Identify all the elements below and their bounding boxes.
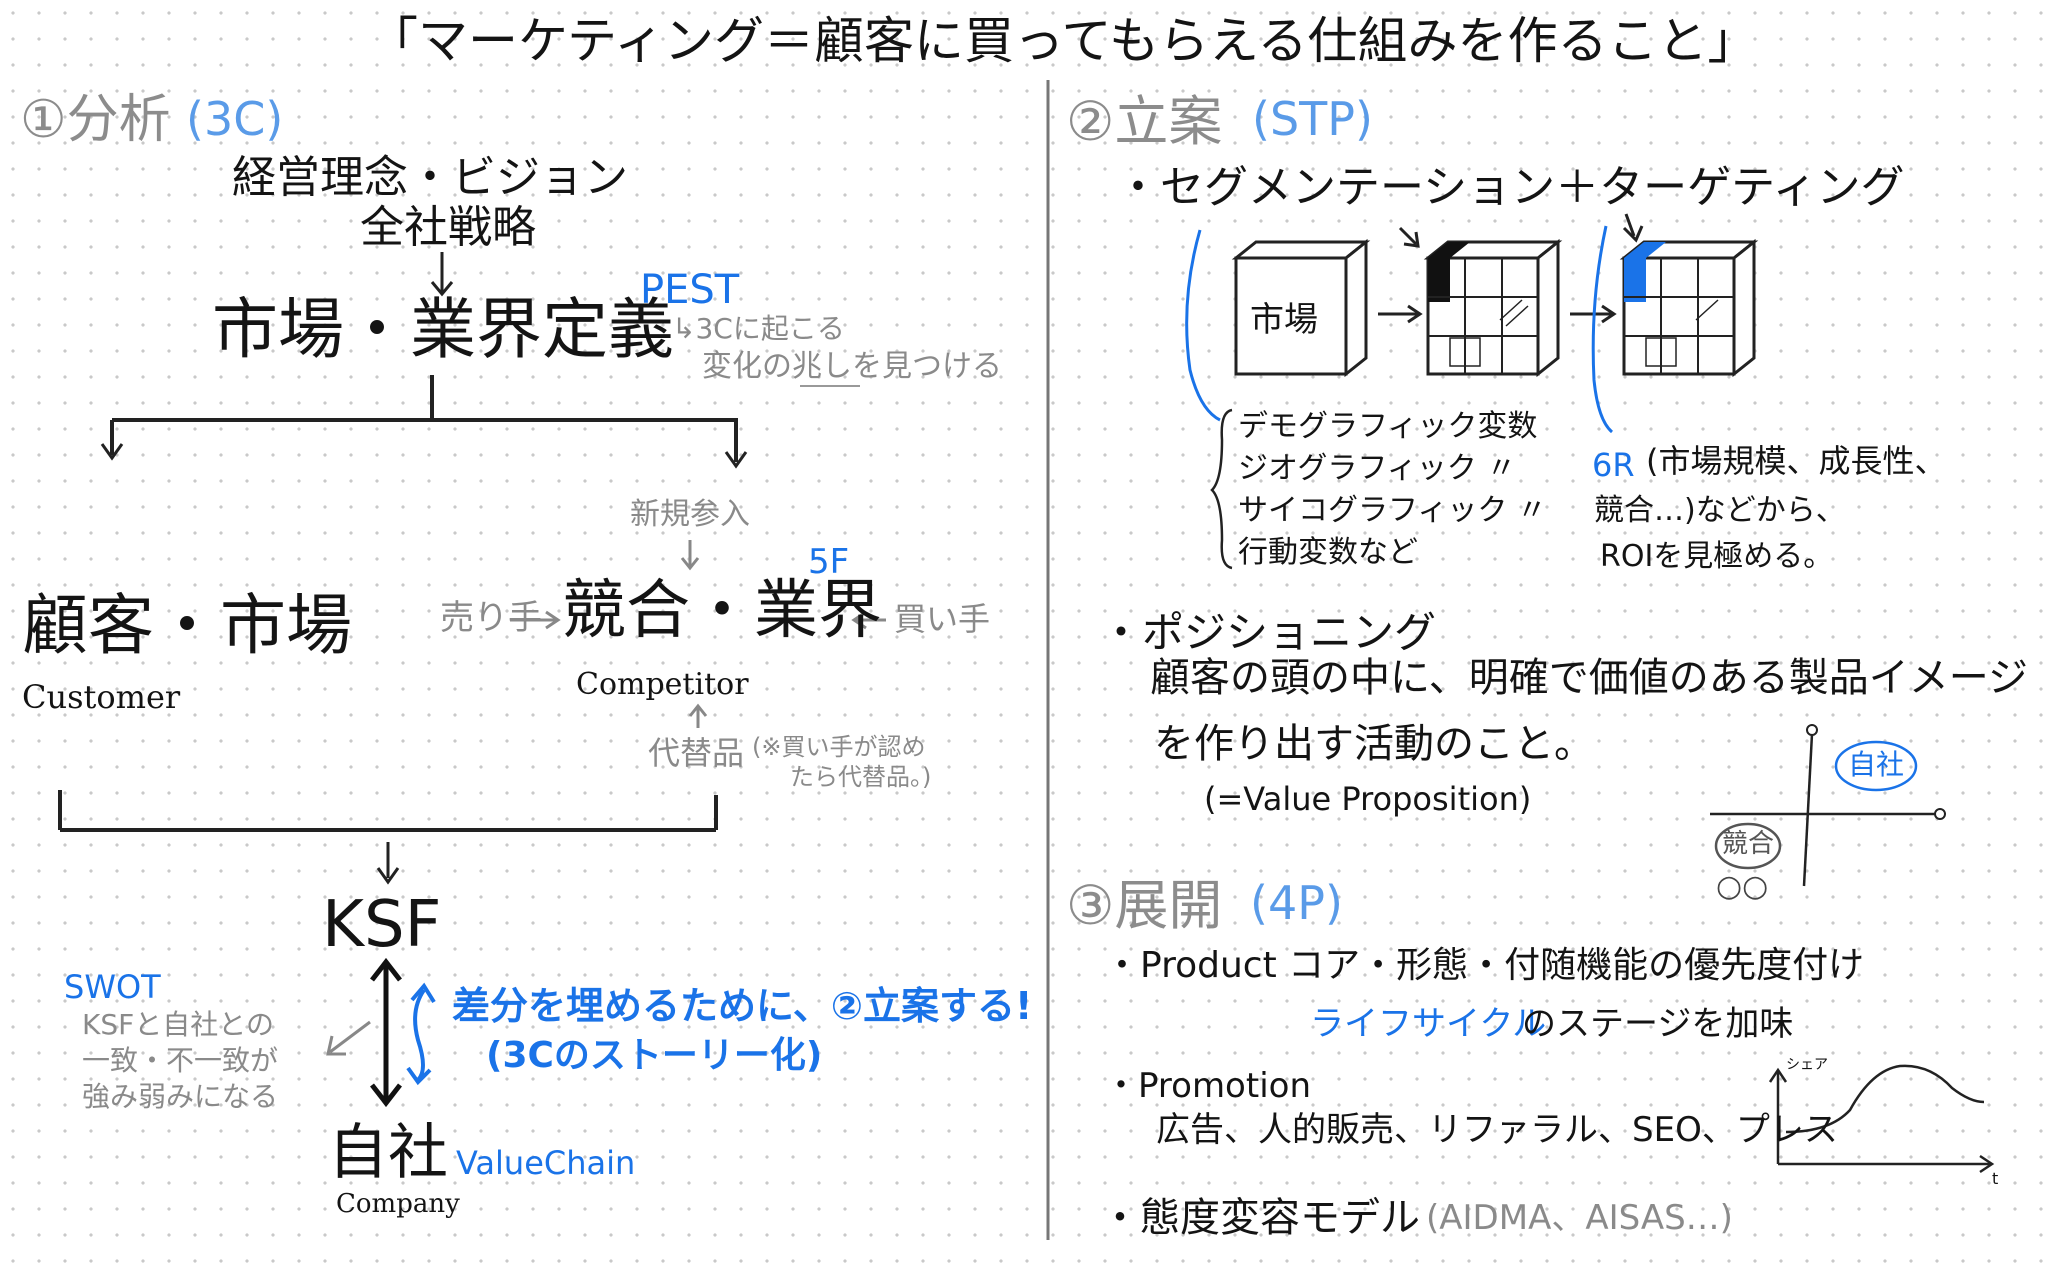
buyer-label: 買い手 — [894, 600, 991, 638]
plan-heading: ②立案 — [1066, 90, 1223, 153]
map-competitor-label: 競合 — [1722, 829, 1775, 859]
attitude-model-examples: (AIDMA、AISAS…) — [1426, 1198, 1733, 1238]
swot-label: SWOT — [64, 968, 161, 1006]
positioning-title: ・ポジショニング — [1100, 608, 1437, 657]
product-line: ・Product コア・形態・付随機能の優先度付け — [1104, 945, 1865, 986]
six-r-detail-1: (市場規模、成長性、 — [1646, 442, 1947, 480]
customer-en: Customer — [22, 678, 181, 716]
positioning-desc-3: (=Value Proposition) — [1204, 780, 1532, 818]
competitor-industry: 競合・業界 — [562, 574, 882, 648]
six-r-label: 6R — [1592, 446, 1635, 484]
substitute-note-2: たら代替品。) — [790, 763, 932, 791]
page-title: 「マーケティング＝顧客に買ってもらえる仕組みを作ること」 — [368, 12, 1758, 70]
six-r-detail-2: 競合…)などから、 — [1594, 493, 1846, 528]
seg-list-item-4: 行動変数など — [1238, 535, 1418, 570]
strategy-line: 全社戦略 — [360, 202, 536, 253]
positioning-desc-1: 顧客の頭の中に、明確で価値のある製品イメージ — [1150, 655, 2028, 701]
pest-label: PEST — [640, 267, 740, 313]
substitute-label: 代替品 — [648, 734, 745, 772]
gap-note-2: (3Cのストーリー化) — [486, 1035, 823, 1076]
positioning-desc-2: を作り出す活動のこと。 — [1154, 721, 1594, 767]
segmentation-title: ・セグメンテーション＋ターゲティング — [1116, 162, 1905, 213]
seller-label: 売り手 — [440, 598, 542, 638]
market-definition: 市場・業界定義 — [212, 291, 674, 368]
new-entry: 新規参入 — [630, 497, 750, 532]
company-en: Company — [336, 1189, 460, 1219]
swot-note-3: 強み弱みになる — [82, 1080, 279, 1113]
pest-note-2: 変化の兆しを見つける — [702, 349, 1002, 384]
market-cube-label: 市場 — [1250, 300, 1318, 340]
plan-heading-sub: (STP) — [1252, 92, 1373, 146]
map-other-label: ○○ — [1716, 869, 1769, 904]
pest-note-1: ↳3Cに起こる — [672, 312, 845, 345]
gap-note-1: 差分を埋めるために、②立案する! — [452, 984, 1033, 1028]
plc-x-label: t — [1992, 1169, 1999, 1188]
competitor-en: Competitor — [576, 667, 749, 702]
plc-y-label: シェア — [1786, 1057, 1828, 1073]
substitute-note-1: (※買い手が認め — [752, 733, 926, 761]
promotion-items: 広告、人的販売、リファラル、SEO、プレス — [1156, 1110, 1838, 1150]
company-label: 自社 — [328, 1118, 448, 1188]
deploy-heading-sub: (4P) — [1250, 876, 1343, 930]
seg-list-item-3: サイコグラフィック 〃 — [1238, 493, 1547, 528]
promotion-title: ・Promotion — [1104, 1066, 1311, 1106]
analysis-heading: ①分析 — [20, 90, 171, 150]
seg-list-item-2: ジオグラフィック 〃 — [1238, 451, 1517, 486]
product-stage: のステージを加味 — [1522, 1004, 1794, 1044]
analysis-heading-sub: (3C) — [186, 92, 284, 146]
customer-market: 顧客・市場 — [22, 587, 352, 664]
philosophy-line: 経営理念・ビジョン — [232, 152, 628, 203]
map-self-label: 自社 — [1848, 748, 1905, 781]
deploy-heading: ③展開 — [1066, 874, 1223, 937]
product-lifecycle: ライフサイクル — [1310, 1004, 1547, 1044]
swot-note-2: 一致・不一致が — [82, 1044, 279, 1077]
value-chain-label: ValueChain — [456, 1144, 636, 1182]
seg-list-item-1: デモグラフィック変数 — [1238, 409, 1538, 444]
ksf-label: KSF — [322, 888, 442, 962]
attitude-model: ・態度変容モデル — [1100, 1195, 1420, 1241]
six-r-detail-3: ROIを見極める。 — [1600, 539, 1834, 574]
five-forces-label: 5F — [808, 542, 850, 582]
swot-note-1: KSFと自社との — [82, 1008, 274, 1041]
